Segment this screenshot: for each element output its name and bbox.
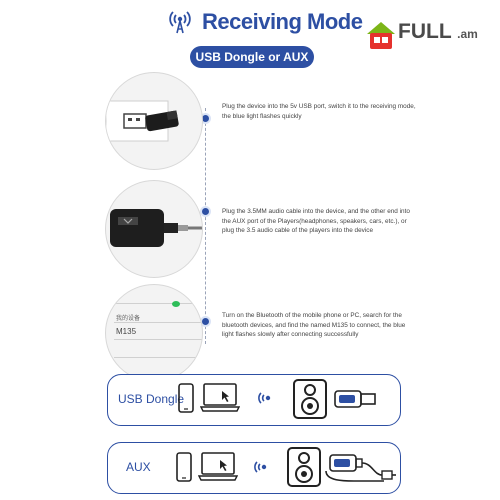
logo-suffix: .am xyxy=(457,27,478,41)
aux-mode-panel: AUX xyxy=(107,442,401,494)
timeline-dot xyxy=(202,208,209,215)
logo-brand: FULL xyxy=(398,20,452,43)
speaker-icon xyxy=(293,379,327,419)
aux-dongle-icon xyxy=(110,209,202,247)
wireless-tower-icon xyxy=(169,11,191,34)
speaker-icon xyxy=(287,447,321,487)
step-1-text: Plug the device into the 5v USB port, sw… xyxy=(222,103,416,120)
divider xyxy=(114,339,202,340)
mode-label: USB Dongle xyxy=(118,392,185,406)
signal-waves-icon xyxy=(258,392,271,404)
device-list-header: 我的设备 xyxy=(116,316,141,322)
mode-label: AUX xyxy=(126,460,151,474)
divider xyxy=(114,322,202,323)
usb-port-illustration xyxy=(105,72,203,170)
divider xyxy=(114,357,202,358)
house-logo-icon xyxy=(367,22,395,49)
usb-dongle-icon xyxy=(334,390,376,408)
phone-icon xyxy=(178,383,194,413)
page-title: Receiving Mode xyxy=(202,9,363,34)
toggle-indicator-icon xyxy=(172,301,180,307)
device-name: M135 xyxy=(116,327,137,336)
timeline-line xyxy=(205,108,206,344)
phone-icon xyxy=(176,452,192,482)
timeline-dot xyxy=(202,115,209,122)
subtitle-badge: USB Dongle or AUX xyxy=(190,46,314,68)
usb-dongle-mode-panel: USB Dongle xyxy=(107,374,401,426)
timeline-dot xyxy=(202,318,209,325)
divider xyxy=(114,303,202,304)
laptop-icon xyxy=(198,452,238,481)
step-2-text: Plug the 3.5MM audio cable into the devi… xyxy=(222,208,410,235)
step-3-text: Turn on the Bluetooth of the mobile phon… xyxy=(222,312,406,339)
laptop-icon xyxy=(200,383,240,412)
aux-cable-illustration xyxy=(105,180,203,278)
usb-dongle-icon xyxy=(106,100,179,142)
aux-dongle-icon xyxy=(325,454,396,482)
watermark-logo: FULL .am xyxy=(398,20,478,44)
bluetooth-list-illustration: 我的设备 M135 xyxy=(105,284,203,382)
signal-waves-icon xyxy=(254,461,267,473)
